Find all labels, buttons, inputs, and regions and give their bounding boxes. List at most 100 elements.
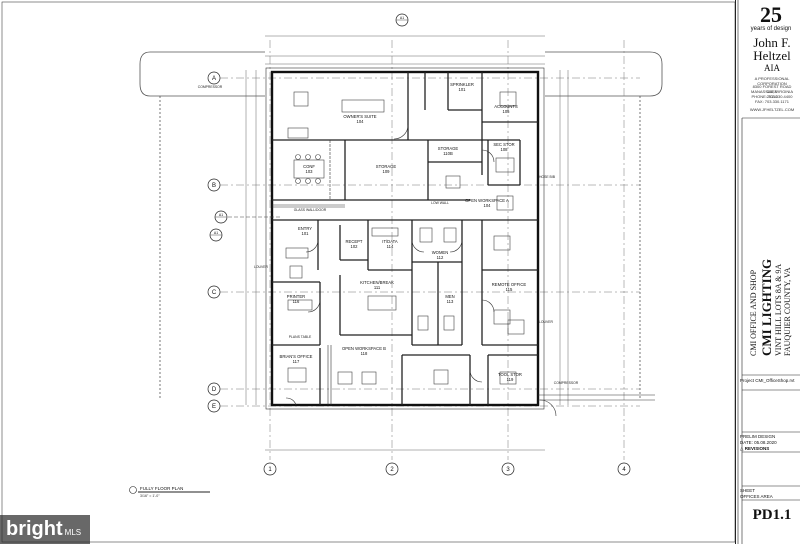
room-number: 105 — [503, 109, 511, 114]
room-number: 116 — [293, 299, 300, 304]
room-name: STORAGE — [438, 146, 459, 151]
project-location-2: FAUQUIER COUNTY, VA — [783, 267, 792, 356]
project-location-1: VINT HILL LOTS 8A & 9A — [774, 263, 783, 356]
firm-phone: PHONE: 703.330.4400 — [751, 94, 793, 99]
watermark-brand: bright — [6, 518, 63, 540]
room-name: CONF — [303, 164, 315, 169]
room-name: WOMEN — [432, 250, 449, 255]
firm-suffix: AIA — [764, 63, 780, 73]
grid-row-label: C — [212, 290, 217, 296]
firm-name-line1: John F. — [753, 35, 791, 50]
room-name: IT/DATA — [382, 239, 398, 244]
watermark-suffix: MLS — [64, 528, 82, 537]
firm-address-1: 8300 FOREST ROAD CASE — [752, 84, 792, 94]
section-tags: A1 A1 A1 — [209, 13, 409, 242]
room-name: RECEPT — [346, 239, 363, 244]
sheet-title: OFFICES AREA — [740, 494, 773, 499]
room-name: OPEN WORKSPACE A — [465, 198, 509, 203]
room-name: OPEN WORKSPACE B — [342, 346, 386, 351]
drawing-title-text: FULLY FLOOR PLAN — [140, 486, 183, 491]
room-name: ENTRY — [298, 226, 312, 231]
firm-name-line2: Heltzel — [753, 48, 791, 63]
room-name: SEC STOR — [493, 142, 514, 147]
drawing-title: FULLY FLOOR PLAN 3/16" = 1'-0" — [129, 486, 210, 498]
firm-tagline: A PROFESSIONAL CORPORATION — [754, 76, 790, 86]
years-text: years of design — [750, 26, 792, 32]
grid-column-label: 4 — [622, 467, 626, 473]
project-file: CMI_OfficeShop.rvt — [755, 378, 795, 383]
room-number: 101 — [302, 231, 310, 236]
grid-column-label: 2 — [390, 467, 394, 473]
room-name: MEN — [445, 294, 454, 299]
dimension-lines — [245, 35, 569, 451]
room-name: OWNER'S SUITE — [343, 114, 376, 119]
section-tag: A1 — [214, 231, 218, 235]
site-outline — [139, 51, 663, 400]
plan-note: LOUVER — [539, 320, 553, 324]
room-number: 115 — [506, 287, 513, 292]
grid-row-label: E — [212, 404, 216, 410]
revisions-label: △ REVISIONS — [740, 446, 770, 451]
room-number: 114 — [387, 244, 394, 249]
firm-anniversary-logo: 25 years of design — [748, 4, 794, 33]
room-number: 119 — [507, 377, 514, 382]
plan-note: HOSE BIB — [539, 175, 556, 179]
room-number: 104 — [484, 203, 492, 208]
plan-note: PLANS TABLE — [289, 335, 312, 339]
project-name-2: CMI LIGHTING — [759, 258, 774, 356]
project-file-row: Project CMI_OfficeShop.rvt — [740, 378, 794, 384]
room-number: 118 — [361, 351, 368, 356]
drawing-scale-text: 3/16" = 1'-0" — [140, 494, 160, 498]
room-name: TOOL STOR — [498, 372, 522, 377]
section-tag: A1 — [400, 16, 404, 20]
grid-column-label: 1 — [268, 467, 272, 473]
glass-walls — [272, 140, 345, 405]
room-number: 108 — [501, 147, 509, 152]
room-name: KITCHEN/BREAK — [360, 280, 394, 285]
sheet-label: SHEET — [740, 488, 756, 493]
plan-notes: GLASS WALL/DOOR LOW WALL COMPRESSOR COMP… — [198, 85, 579, 385]
firm-name: John F. Heltzel AIA — [748, 36, 796, 75]
plan-note: COMPRESSOR — [554, 381, 579, 385]
grid-row-label: D — [212, 387, 217, 393]
room-name: PRINTER — [287, 294, 305, 299]
years-number: 25 — [760, 2, 782, 27]
room-number: 103 — [306, 169, 314, 174]
firm-fax: FAX: 703.330.1171 — [755, 99, 789, 104]
room-number: 112 — [437, 255, 444, 260]
furniture — [285, 91, 525, 385]
room-name: REMOTE OFFICE — [492, 282, 527, 287]
grid-row-label: B — [212, 183, 216, 189]
room-number: 104 — [357, 119, 365, 124]
room-number: 113 — [447, 299, 454, 304]
title-block-lines — [737, 0, 800, 544]
firm-website: WWW.JFHELTZEL.COM — [749, 107, 795, 112]
grid-row-label: A — [212, 76, 216, 82]
project-name-block: CMI OFFICE AND SHOP CMI LIGHTING VINT HI… — [747, 196, 792, 361]
project-label: Project — [740, 378, 755, 383]
room-number: 117 — [293, 359, 300, 364]
firm-address-2: MANASSAS, VIRGINIA 20110 — [750, 89, 793, 99]
exterior-walls — [270, 70, 540, 407]
room-number: 102 — [351, 244, 359, 249]
title-block — [735, 0, 800, 544]
plan-note: COMPRESSOR — [198, 85, 223, 89]
